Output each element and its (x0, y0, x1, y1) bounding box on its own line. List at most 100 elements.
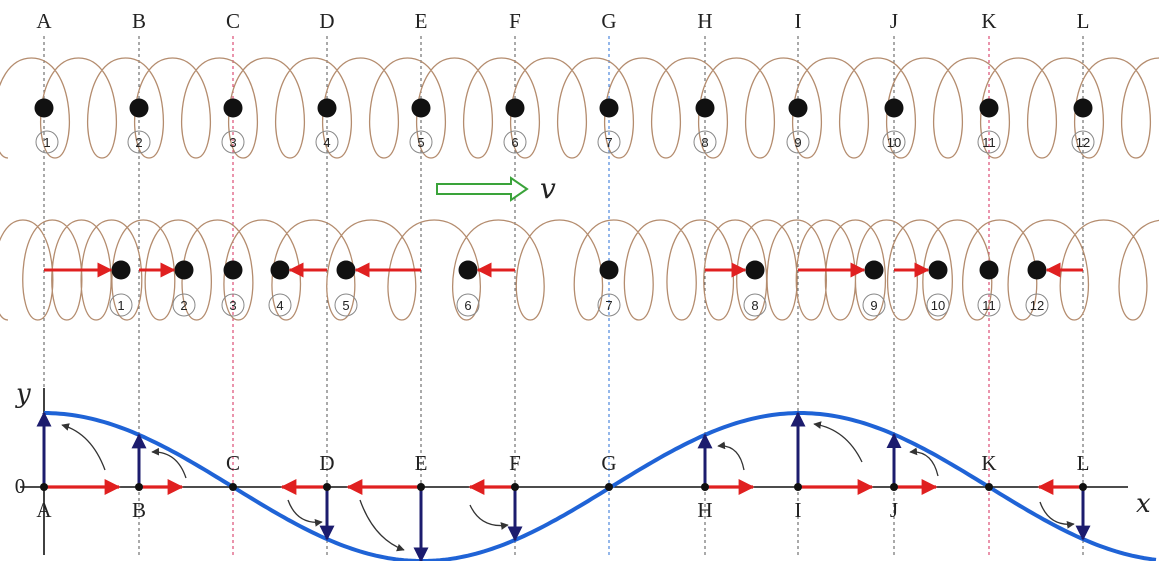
particle (411, 98, 431, 118)
particle-number: 5 (342, 298, 349, 313)
top-label: J (890, 9, 898, 33)
particle (599, 98, 619, 118)
particle-row-equilibrium (34, 98, 1095, 154)
particle-number: 11 (982, 298, 996, 313)
graph-point (985, 483, 993, 491)
graph-point (135, 483, 143, 491)
particle-number-circle (597, 130, 621, 154)
x-axis-label: x (1136, 489, 1151, 519)
hollow-right-arrow-icon (436, 176, 529, 202)
axis-point-label: L (1077, 451, 1090, 475)
top-label: A (36, 9, 52, 33)
particle-number-circle (503, 130, 527, 154)
particle-number-circle (221, 130, 245, 154)
axis-point-label: G (601, 451, 616, 475)
wave-curve (44, 411, 1157, 561)
particle-number: 8 (751, 298, 758, 313)
curved-arrow (717, 441, 745, 471)
particle-number-circle (786, 130, 810, 154)
axis-point-label: H (697, 498, 712, 522)
top-label: I (795, 9, 802, 33)
curved-arrow (359, 499, 405, 552)
particle-number-circle (693, 130, 717, 154)
particle (223, 260, 243, 280)
particle (174, 260, 194, 280)
particle-number-circle (172, 293, 196, 317)
particle-number: 9 (870, 298, 877, 313)
axis-point-label: B (132, 498, 146, 522)
particle (599, 260, 619, 280)
curved-motion-arrows (61, 421, 1075, 552)
particle-number: 8 (701, 135, 708, 150)
top-label: B (132, 9, 146, 33)
particle (34, 98, 54, 118)
particle-number: 4 (276, 298, 283, 313)
particle-number: 12 (1030, 298, 1044, 313)
particle-number: 2 (135, 135, 142, 150)
particle-number: 3 (229, 135, 236, 150)
top-label-row: A B C D E F G H I J K L (36, 9, 1089, 33)
top-label: G (601, 9, 616, 33)
particle-number: 10 (931, 298, 945, 313)
axis-point-label: K (981, 451, 996, 475)
graph-point (511, 483, 519, 491)
particle-number: 1 (117, 298, 124, 313)
particle-number: 10 (887, 135, 901, 150)
particle-number-circle (268, 293, 292, 317)
axis-point-label: E (415, 451, 428, 475)
graph-points (40, 483, 1087, 491)
velocity-label: v (540, 172, 556, 205)
particle-number-circle (977, 293, 1001, 317)
particle-number: 5 (417, 135, 424, 150)
top-label: E (415, 9, 428, 33)
spring-row-equilibrium (0, 57, 1159, 159)
curved-arrow (1039, 501, 1075, 529)
spring-coil (0, 57, 1159, 159)
particle-number: 6 (464, 298, 471, 313)
particle-number-circle (409, 130, 433, 154)
particle-number-circle (35, 130, 59, 154)
particle (745, 260, 765, 280)
particle-number-circle (1071, 130, 1095, 154)
axis-point-label: F (509, 451, 521, 475)
particle-number: 3 (229, 298, 236, 313)
axis-point-label: C (226, 451, 240, 475)
particle-number-circle (862, 293, 886, 317)
particle-number-circle (597, 293, 621, 317)
origin-label: 0 (15, 474, 26, 498)
graph-arrows (36, 411, 1091, 561)
particle-number: 6 (511, 135, 518, 150)
particle (270, 260, 290, 280)
particle (317, 98, 337, 118)
curved-arrow (151, 447, 187, 479)
axis-point-label: J (890, 498, 898, 522)
curved-arrow (287, 499, 323, 527)
particle-number-circle (977, 130, 1001, 154)
top-label: C (226, 9, 240, 33)
particle (695, 98, 715, 118)
particle-row-displaced (44, 260, 1083, 317)
particle (336, 260, 356, 280)
particle (928, 260, 948, 280)
top-label: K (981, 9, 996, 33)
particle-number-circle (109, 293, 133, 317)
top-label: D (319, 9, 334, 33)
particle-number: 1 (43, 135, 50, 150)
curved-arrow (813, 421, 863, 463)
row1-number-labels: 1 2 3 4 5 6 7 8 9 10 11 12 (43, 135, 1090, 150)
graph-point (417, 483, 425, 491)
particle-number-circle (334, 293, 358, 317)
particle-number: 2 (180, 298, 187, 313)
graph-point (605, 483, 613, 491)
graph-point (229, 483, 237, 491)
particle-number-circle (315, 130, 339, 154)
particle (458, 260, 478, 280)
graph-point (794, 483, 802, 491)
particle-number: 9 (794, 135, 801, 150)
particle-number: 11 (982, 135, 996, 150)
row2-number-labels: 1 2 3 4 5 6 7 8 9 10 11 12 (117, 298, 1044, 313)
displacement-graph: y x 0 A B H I J C D E F G K L (15, 379, 1157, 561)
particle (223, 98, 243, 118)
curved-arrow (61, 423, 106, 471)
